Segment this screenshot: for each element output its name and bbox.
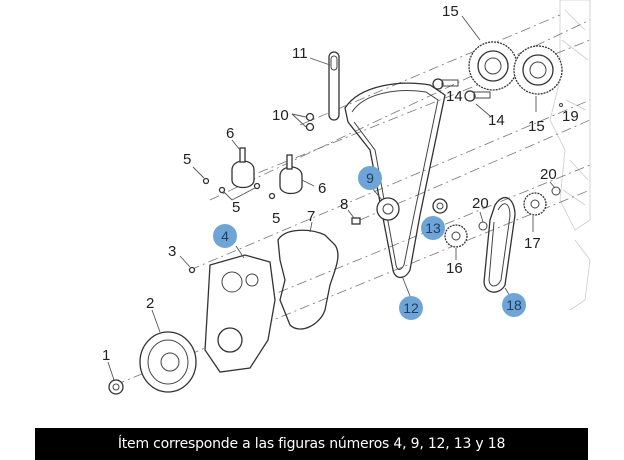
label-5a: 5: [183, 151, 191, 168]
label-5c: 5: [272, 210, 280, 227]
badge-9-label: 9: [366, 170, 374, 186]
part-16-gear: [444, 224, 468, 260]
label-8: 8: [340, 196, 348, 213]
part-19-pin: [559, 103, 563, 107]
badge-4-label: 4: [221, 228, 229, 244]
part-10-bolts: [291, 112, 315, 132]
engine-block-background: [549, 0, 591, 311]
label-17: 17: [524, 235, 541, 252]
part-1-bolt: [107, 361, 124, 395]
label-19: 19: [562, 108, 579, 125]
label-10: 10: [272, 107, 289, 124]
part-13-idler[interactable]: [432, 198, 448, 214]
badge-13[interactable]: 13: [421, 216, 445, 240]
part-17-gear: [523, 192, 547, 232]
caption-bar: Ítem corresponde a las figuras números 4…: [35, 428, 588, 460]
part-7-gasket: [277, 221, 339, 330]
badge-12[interactable]: 12: [399, 296, 423, 320]
badge-9[interactable]: 9: [358, 166, 382, 190]
badge-18[interactable]: 18: [502, 293, 526, 317]
badge-13-label: 13: [425, 220, 441, 236]
label-14a: 14: [446, 88, 463, 105]
part-3-bolt: [179, 255, 196, 274]
part-4-timing-cover[interactable]: [204, 245, 276, 373]
label-2: 2: [146, 295, 154, 312]
caption-text: Ítem corresponde a las figuras números 4…: [117, 436, 506, 452]
label-20b: 20: [540, 166, 557, 183]
label-15a: 15: [442, 3, 459, 20]
label-1: 1: [102, 347, 110, 364]
part-6-clamps: [231, 139, 315, 195]
part-15-camshaft-pulleys: [461, 15, 563, 112]
badge-4[interactable]: 4: [213, 224, 237, 248]
label-6a: 6: [226, 125, 234, 142]
label-6b: 6: [318, 180, 326, 197]
part-5-bolts: [192, 166, 276, 201]
label-14b: 14: [488, 112, 505, 129]
part-2-crank-pulley: [139, 309, 197, 393]
part-18-balance-belt[interactable]: [483, 196, 516, 297]
label-11: 11: [292, 45, 308, 62]
label-3: 3: [168, 243, 176, 260]
label-20a: 20: [472, 195, 489, 212]
part-11-bracket: [309, 51, 340, 121]
badge-12-label: 12: [403, 300, 419, 316]
part-20-rings: [478, 181, 561, 231]
label-16: 16: [446, 260, 463, 277]
label-5b: 5: [232, 199, 240, 216]
label-15b: 15: [528, 118, 545, 135]
badge-18-label: 18: [506, 297, 522, 313]
part-12-timing-belt[interactable]: [344, 82, 446, 297]
part-14-bolts: [432, 78, 491, 117]
exploded-parts-diagram: 1 2 3 5 5 5 6 6 7 8 10 11 14 14 15 15 16…: [102, 0, 591, 395]
part-9-tensioner[interactable]: [371, 187, 400, 221]
part-number-labels: 1 2 3 5 5 5 6 6 7 8 10 11 14 14 15 15 16…: [102, 3, 579, 364]
label-7: 7: [307, 208, 315, 225]
part-8-bolt: [347, 209, 361, 225]
